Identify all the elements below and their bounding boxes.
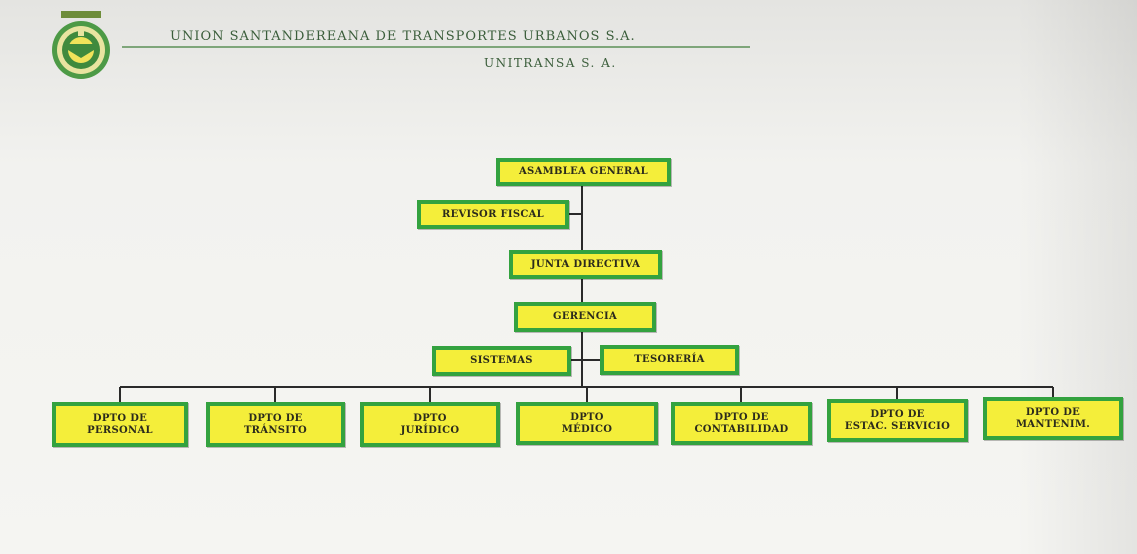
company-seal-icon — [52, 11, 110, 79]
node-dpto-juridico: DPTO JURÍDICO — [360, 402, 500, 447]
node-dpto-contabilidad: DPTO DE CONTABILIDAD — [671, 402, 812, 445]
node-sistemas: SISTEMAS — [432, 346, 571, 376]
node-revisor-fiscal: REVISOR FISCAL — [417, 200, 569, 229]
node-tesoreria: TESORERÍA — [600, 345, 739, 375]
node-asamblea-general: ASAMBLEA GENERAL — [496, 158, 671, 186]
company-short-name: UNITRANSA S. A. — [484, 56, 617, 70]
header-divider — [122, 46, 750, 48]
page-edge-shadow — [1017, 0, 1137, 554]
node-dpto-medico: DPTO MÉDICO — [516, 402, 658, 445]
node-dpto-personal: DPTO DE PERSONAL — [52, 402, 188, 447]
node-dpto-transito: DPTO DE TRÁNSITO — [206, 402, 345, 447]
node-gerencia: GERENCIA — [514, 302, 656, 332]
node-dpto-estac-servicio: DPTO DE ESTAC. SERVICIO — [827, 399, 968, 442]
node-dpto-mantenim: DPTO DE MANTENIM. — [983, 397, 1123, 440]
company-name: UNION SANTANDEREANA DE TRANSPORTES URBAN… — [170, 29, 636, 44]
node-junta-directiva: JUNTA DIRECTIVA — [509, 250, 662, 279]
